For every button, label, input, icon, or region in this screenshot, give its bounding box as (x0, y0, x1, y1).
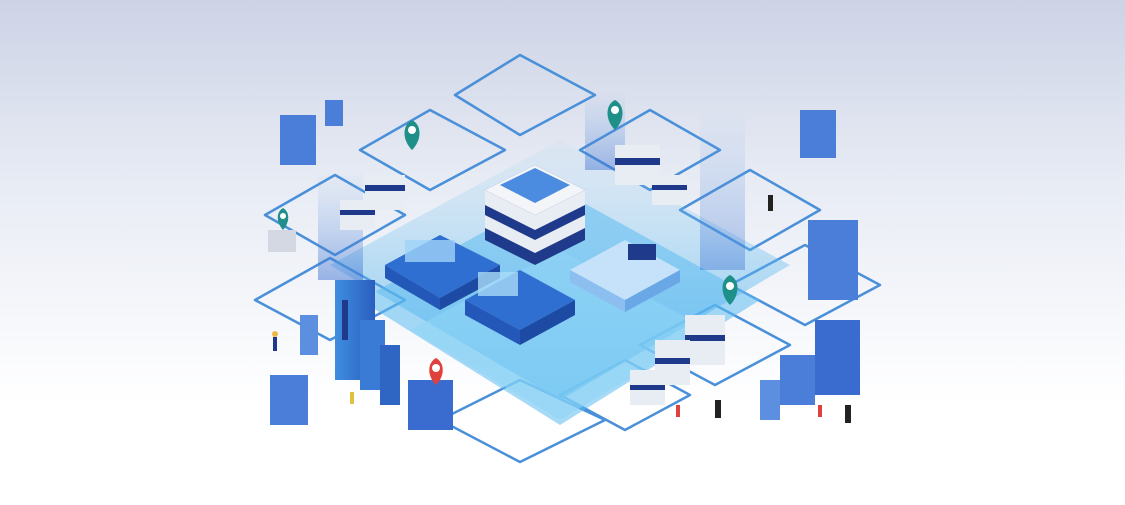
office-platform-center (465, 270, 575, 345)
building-tower (335, 280, 400, 405)
office-platform-right (570, 240, 680, 312)
location-pin-icon (277, 100, 738, 385)
storage-blocks (268, 145, 725, 405)
server-stack-icon (270, 100, 860, 430)
person-icon (272, 195, 851, 423)
main-server-stack (485, 165, 585, 265)
